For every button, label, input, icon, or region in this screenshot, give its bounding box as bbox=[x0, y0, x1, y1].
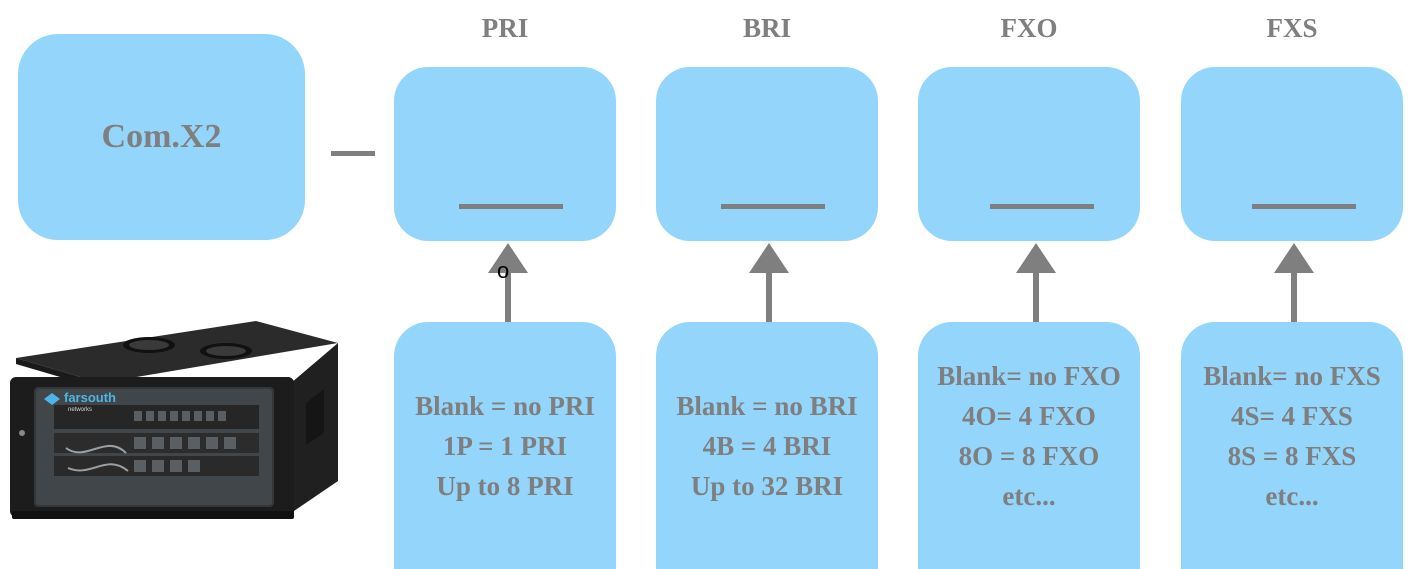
rack-cabinet-image: farsouth networks bbox=[10, 321, 338, 519]
desc-line: Up to 32 BRI bbox=[690, 470, 844, 501]
header-fxs: FXS bbox=[1266, 13, 1318, 43]
desc-line: Blank= no FXS bbox=[1203, 361, 1381, 391]
slot-line-pri bbox=[459, 204, 563, 209]
desc-box-bri: Blank = no BRI 4B = 4 BRI Up to 32 BRI bbox=[656, 322, 878, 569]
desc-line: Blank= no FXO bbox=[937, 361, 1121, 391]
slot-line-bri bbox=[721, 204, 825, 209]
desc-line: 1P = 1 PRI bbox=[442, 430, 568, 461]
desc-box-pri: Blank = no PRI 1P = 1 PRI Up to 8 PRI bbox=[394, 322, 616, 569]
stray-text: o bbox=[497, 258, 510, 283]
arrow-up-icon bbox=[488, 243, 528, 322]
desc-line: 8S = 8 FXS bbox=[1227, 441, 1357, 471]
desc-line: etc... bbox=[1002, 481, 1056, 511]
slot-line-fxo bbox=[990, 204, 1094, 209]
desc-line: Up to 8 PRI bbox=[436, 470, 574, 501]
slot-box-fxo bbox=[918, 67, 1140, 241]
connector-dash bbox=[331, 151, 375, 156]
desc-line: 4B = 4 BRI bbox=[702, 430, 832, 461]
logo-subtext: networks bbox=[68, 407, 92, 413]
comx2-box: Com.X2 bbox=[18, 34, 305, 240]
comx2-label: Com.X2 bbox=[101, 118, 222, 155]
header-fxo: FXO bbox=[1000, 13, 1058, 43]
arrow-up-icon bbox=[1274, 243, 1314, 322]
slot-box-pri bbox=[394, 67, 616, 241]
desc-line: Blank = no PRI bbox=[415, 390, 595, 421]
slot-line-fxs bbox=[1252, 204, 1356, 209]
slot-box-bri bbox=[656, 67, 878, 241]
header-pri: PRI bbox=[481, 13, 529, 43]
desc-line: 4O= 4 FXO bbox=[962, 401, 1096, 431]
desc-box-fxo: Blank= no FXO 4O= 4 FXO 8O = 8 FXO etc..… bbox=[918, 322, 1140, 569]
desc-line: etc... bbox=[1265, 481, 1319, 511]
desc-box-fxs: Blank= no FXS 4S= 4 FXS 8S = 8 FXS etc..… bbox=[1181, 322, 1403, 569]
logo-text: farsouth bbox=[64, 390, 116, 405]
desc-line: Blank = no BRI bbox=[676, 390, 858, 421]
desc-line: 8O = 8 FXO bbox=[958, 441, 1100, 471]
arrow-up-icon bbox=[1016, 243, 1056, 322]
header-bri: BRI bbox=[742, 13, 791, 43]
arrow-up-icon bbox=[749, 243, 789, 322]
slot-box-fxs bbox=[1181, 67, 1403, 241]
desc-line: 4S= 4 FXS bbox=[1231, 401, 1353, 431]
